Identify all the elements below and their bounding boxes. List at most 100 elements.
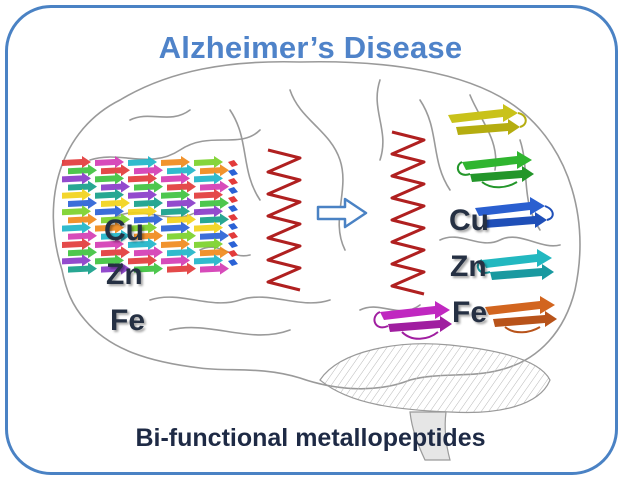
beta-strand-arrow xyxy=(161,172,190,185)
beta-strand-arrow xyxy=(194,172,223,185)
beta-strand-arrow xyxy=(200,262,229,275)
beta-strand-arrow xyxy=(200,197,229,209)
beta-strand-arrow xyxy=(228,187,238,194)
beta-strand-arrow xyxy=(95,221,124,234)
beta-strand-arrow xyxy=(161,188,190,201)
beta-strand-arrow xyxy=(101,262,130,275)
beta-strand-arrow xyxy=(101,229,130,242)
beta-hairpin-icon-orange xyxy=(485,296,557,334)
beta-strand-arrow xyxy=(167,164,196,177)
beta-strand-arrow xyxy=(134,229,163,242)
beta-strand-arrow xyxy=(228,205,238,212)
beta-strand-arrow xyxy=(95,188,124,201)
beta-strand-arrow xyxy=(161,205,190,218)
beta-strand-arrow xyxy=(68,262,97,275)
beta-strand-arrow xyxy=(62,221,91,234)
beta-strand-arrow xyxy=(228,223,238,230)
beta-strand-arrow xyxy=(228,232,238,239)
brainstem xyxy=(409,411,451,461)
beta-strand-arrow xyxy=(167,229,196,242)
beta-strand-arrow xyxy=(95,254,124,267)
beta-strand-arrow xyxy=(68,213,97,226)
beta-strand-arrow xyxy=(101,213,130,226)
beta-strand-arrow xyxy=(68,164,97,177)
beta-strand-arrow xyxy=(228,241,238,248)
beta-hairpin-icon-yellow xyxy=(448,104,527,135)
beta-strand-arrow xyxy=(228,259,238,266)
beta-strand-arrow xyxy=(167,213,196,226)
beta-strand-arrow xyxy=(62,254,91,267)
beta-strand-arrow xyxy=(228,160,238,167)
amyloid-fibril-icon xyxy=(62,156,238,275)
beta-strand-arrow xyxy=(228,178,238,185)
beta-strand-arrow xyxy=(62,188,91,201)
beta-strand-arrow xyxy=(161,238,190,250)
metal-label-right-zn: Zn xyxy=(450,250,487,283)
beta-strand-arrow xyxy=(101,246,130,259)
beta-hairpin-icon-green xyxy=(456,151,534,189)
metal-label-right-fe: Fe xyxy=(452,296,488,329)
beta-strand-arrow xyxy=(68,197,97,209)
beta-strand-arrow xyxy=(62,238,91,250)
beta-strand-arrow xyxy=(128,188,157,201)
metal-label-left-fe: Fe xyxy=(110,304,146,337)
beta-hairpin-icon-cyan xyxy=(476,249,554,280)
beta-strand-arrow xyxy=(194,156,223,168)
beta-strand-arrow xyxy=(95,156,124,168)
beta-strand-arrow xyxy=(95,205,124,218)
beta-strand-arrow xyxy=(101,197,130,209)
beta-strand-arrow xyxy=(194,188,223,201)
beta-strand-arrow xyxy=(200,164,229,177)
metal-label-left-cu: Cu xyxy=(104,214,144,247)
beta-strand-arrow xyxy=(128,156,157,168)
beta-strand-arrow xyxy=(194,254,223,267)
beta-strand-arrow xyxy=(194,205,223,218)
beta-hairpin-icon-blue xyxy=(475,197,554,228)
beta-strand-arrow xyxy=(134,164,163,177)
beta-strand-arrow xyxy=(161,221,190,234)
beta-strand-arrow xyxy=(68,180,97,193)
beta-strand-arrow xyxy=(128,172,157,185)
beta-strand-arrow xyxy=(161,156,190,168)
beta-strand-arrow xyxy=(194,238,223,250)
beta-strand-arrow xyxy=(95,172,124,185)
beta-strand-arrow xyxy=(228,250,238,257)
alpha-helix-icon-left xyxy=(266,148,302,292)
beta-strand-arrow xyxy=(101,180,130,193)
beta-strand-arrow xyxy=(128,221,157,234)
beta-hairpin-icon-magenta xyxy=(373,301,452,340)
beta-strand-arrow xyxy=(128,254,157,267)
beta-strand-arrow xyxy=(134,180,163,193)
beta-strand-arrow xyxy=(134,213,163,226)
beta-strand-arrow xyxy=(167,180,196,193)
beta-strand-arrow xyxy=(68,246,97,259)
cerebellum-region xyxy=(319,343,551,414)
beta-strand-arrow xyxy=(228,196,238,203)
beta-strand-arrow xyxy=(228,214,238,221)
beta-strand-arrow xyxy=(194,221,223,234)
beta-strand-arrow xyxy=(161,254,190,267)
diagram-title: Alzheimer’s Disease xyxy=(158,30,463,65)
beta-strand-arrow xyxy=(128,205,157,218)
beta-strand-arrow xyxy=(68,229,97,242)
metal-label-left-zn: Zn xyxy=(106,258,143,291)
right-arrow-icon xyxy=(316,197,368,229)
beta-strand-arrow xyxy=(134,197,163,209)
beta-strand-arrow xyxy=(128,238,157,250)
metal-label-right-cu: Cu xyxy=(449,204,489,237)
beta-strand-arrow xyxy=(101,164,130,177)
beta-strand-arrow xyxy=(95,238,124,250)
alpha-helix-icon-right xyxy=(390,130,426,296)
beta-strand-arrow xyxy=(200,229,229,242)
diagram-subtitle: Bi-functional metallopeptides xyxy=(135,424,486,452)
beta-strand-arrow xyxy=(62,172,91,185)
beta-strand-arrow xyxy=(62,156,91,168)
beta-strand-arrow xyxy=(167,197,196,209)
beta-strand-arrow xyxy=(167,262,196,275)
beta-strand-arrow xyxy=(62,205,91,218)
beta-strand-arrow xyxy=(200,213,229,226)
beta-strand-arrow xyxy=(228,169,238,176)
beta-strand-arrow xyxy=(200,180,229,193)
beta-strand-arrow xyxy=(134,262,163,275)
